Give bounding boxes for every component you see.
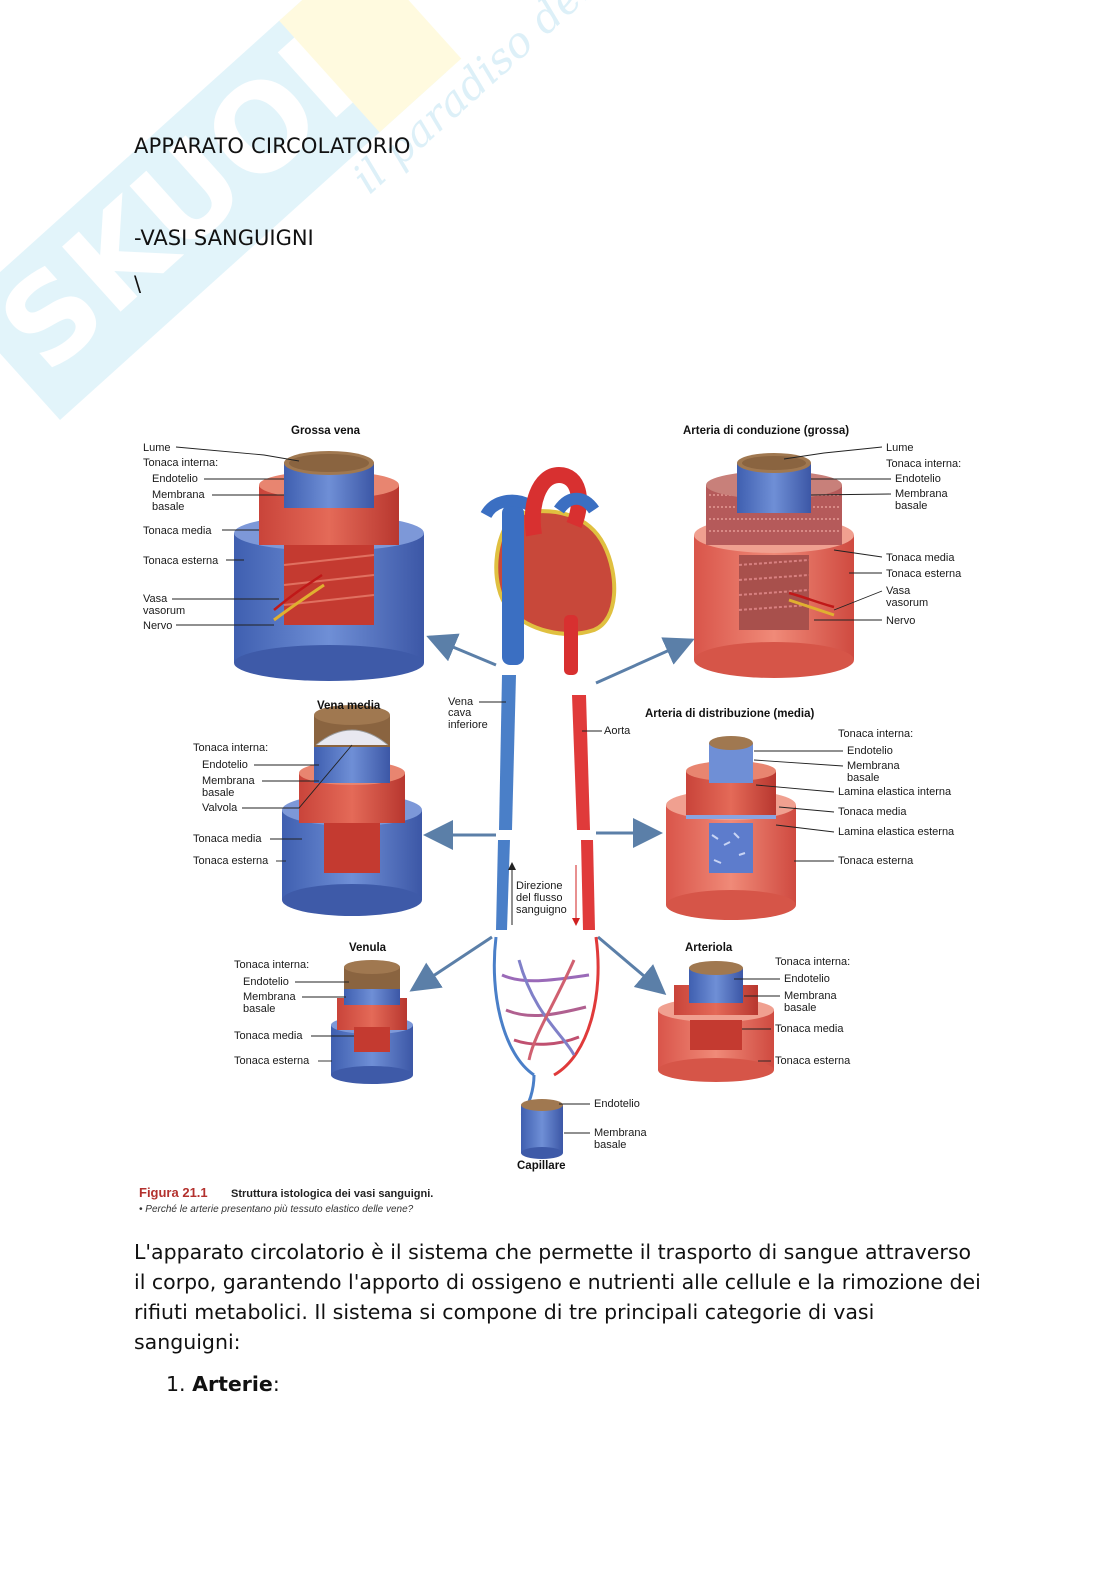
venule-header: Venula [349, 942, 387, 954]
flow-direction-label-1: Direzione [516, 880, 562, 892]
arrow-to-conducting-artery [595, 637, 695, 685]
venule-tunica-esterna-label: Tonaca esterna [234, 1055, 310, 1067]
conducting-artery-endothelium-label: Endotelio [895, 473, 941, 485]
conducting-artery-membrane-label: Membrana [895, 488, 948, 500]
flow-direction-label-2: del flusso [516, 892, 562, 904]
medium-vein-membrane-label: Membrana [202, 775, 255, 787]
distributing-artery-membrane-label: Membrana [847, 760, 900, 772]
distributing-artery-basal-label: basale [847, 772, 879, 784]
large-vein-membrane-label: Membrana [152, 489, 205, 501]
vessel-list: 1. Arterie: [166, 1372, 280, 1396]
distributing-artery-header: Arteria di distribuzione (media) [645, 708, 814, 720]
conducting-artery-lume-label: Lume [886, 442, 914, 454]
medium-vein-tunica-esterna-label: Tonaca esterna [193, 855, 269, 867]
large-vein-tunica-interna-label: Tonaca interna: [143, 457, 218, 469]
venule-tunica-interna-label: Tonaca interna: [234, 959, 309, 971]
arrow-to-large-vein [426, 633, 497, 667]
conducting-artery-tunica-esterna-label: Tonaca esterna [886, 568, 962, 580]
conducting-artery-nerve-label: Nervo [886, 615, 915, 627]
conducting-artery-vasa-label: Vasa [886, 585, 911, 597]
aorta-label: Aorta [604, 725, 631, 737]
large-vein-tunica-esterna-label: Tonaca esterna [143, 555, 219, 567]
intro-paragraph: L'apparato circolatorio è il sistema che… [134, 1240, 981, 1354]
distributing-artery-illustration [666, 736, 796, 920]
capillary-header: Capillare [517, 1160, 566, 1172]
vena-label: Vena [448, 696, 474, 708]
large-vein-endothelium-label: Endotelio [152, 473, 198, 485]
medium-vein-endothelium-label: Endotelio [202, 759, 248, 771]
medium-vein-illustration [282, 705, 422, 916]
arteriole-tunica-media-label: Tonaca media [775, 1023, 844, 1035]
large-vein-basal-label: basale [152, 501, 184, 513]
large-vein-vasa-label: Vasa [143, 593, 168, 605]
conducting-artery-basal-label: basale [895, 500, 927, 512]
large-vein-tunica-media-label: Tonaca media [143, 525, 212, 537]
arteriole-illustration [658, 961, 774, 1082]
arrow-to-arteriole [597, 935, 667, 995]
venule-basal-label: basale [243, 1003, 275, 1015]
aorta-illustration [572, 695, 595, 930]
blood-vessels-figure: Grossa vena Lume Tonaca interna: Endotel… [134, 415, 984, 1225]
conducting-artery-tunica-media-label: Tonaca media [886, 552, 955, 564]
capillary-network-illustration [492, 936, 600, 1116]
list-item-label: Arterie [192, 1372, 273, 1396]
medium-vein-valve-label: Valvola [202, 802, 238, 814]
section-subtitle: -VASI SANGUIGNI [134, 226, 314, 250]
distributing-artery-internal-lamina-label: Lamina elastica interna [838, 786, 952, 798]
capillary-illustration [521, 1099, 563, 1159]
vena-cava-illustration [496, 675, 516, 930]
large-vein-lume-label: Lume [143, 442, 171, 454]
list-item-number: 1. [166, 1372, 186, 1396]
venule-endothelium-label: Endotelio [243, 976, 289, 988]
capillary-membrane-label: Membrana [594, 1127, 647, 1139]
arteriole-basal-label: basale [784, 1002, 816, 1014]
capillary-basal-label: basale [594, 1139, 626, 1151]
conducting-artery-vasorum-label: vasorum [886, 597, 928, 609]
figure-caption-label: Figura 21.1 [139, 1185, 208, 1200]
medium-vein-tunica-media-label: Tonaca media [193, 833, 262, 845]
conducting-artery-tunica-interna-label: Tonaca interna: [886, 458, 961, 470]
distributing-artery-endothelium-label: Endotelio [847, 745, 893, 757]
conducting-artery-illustration [694, 453, 854, 678]
list-item-suffix: : [272, 1372, 280, 1396]
venule-membrane-label: Membrana [243, 991, 296, 1003]
inferiore-label: inferiore [448, 719, 488, 731]
arrow-to-venule [409, 935, 493, 992]
distributing-artery-external-lamina-label: Lamina elastica esterna [838, 826, 955, 838]
cava-label: cava [448, 707, 472, 719]
flow-direction-label-3: sanguigno [516, 904, 567, 916]
stray-character: \ [134, 272, 142, 296]
figure-illustration: Grossa vena Lume Tonaca interna: Endotel… [139, 425, 962, 1215]
svg-text:SKUOLA: SKUOLA [0, 0, 473, 398]
distributing-artery-tunica-interna-label: Tonaca interna: [838, 728, 913, 740]
distributing-artery-tunica-media-label: Tonaca media [838, 806, 907, 818]
large-vein-nerve-label: Nervo [143, 620, 172, 632]
capillary-endothelium-label: Endotelio [594, 1098, 640, 1110]
large-vein-header: Grossa vena [291, 425, 361, 437]
medium-vein-tunica-interna-label: Tonaca interna: [193, 742, 268, 754]
arteriole-tunica-interna-label: Tonaca interna: [775, 956, 850, 968]
arteriole-endothelium-label: Endotelio [784, 973, 830, 985]
venule-tunica-media-label: Tonaca media [234, 1030, 303, 1042]
arteriole-membrane-label: Membrana [784, 990, 837, 1002]
arteriole-tunica-esterna-label: Tonaca esterna [775, 1055, 851, 1067]
venule-illustration [331, 960, 413, 1084]
figure-caption-question: • Perché le arterie presentano più tessu… [139, 1204, 414, 1215]
medium-vein-basal-label: basale [202, 787, 234, 799]
arteriole-header: Arteriola [685, 942, 733, 954]
large-vein-illustration [234, 451, 424, 681]
figure-caption-text: Struttura istologica dei vasi sanguigni. [231, 1188, 433, 1200]
large-vein-vasorum-label: vasorum [143, 605, 185, 617]
heart-illustration [480, 466, 617, 675]
medium-vein-header: Vena media [317, 700, 381, 712]
distributing-artery-tunica-esterna-label: Tonaca esterna [838, 855, 914, 867]
conducting-artery-header: Arteria di conduzione (grossa) [683, 425, 849, 437]
document-title: APPARATO CIRCOLATORIO [134, 134, 411, 158]
svg-text:il paradiso dello studente: il paradiso dello studente [343, 0, 778, 203]
